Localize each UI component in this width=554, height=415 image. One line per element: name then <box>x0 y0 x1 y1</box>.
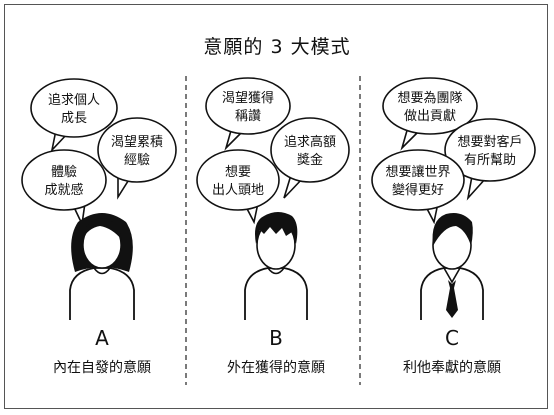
bubble-b-1-line-1: 渴望獲得 <box>222 90 274 106</box>
label-b: B <box>269 326 283 350</box>
bubble-a-3-line-2: 成就感 <box>44 182 83 198</box>
bubble-c-2: 想要對客戶 有所幫助 <box>444 118 536 201</box>
label-a: A <box>95 326 109 350</box>
bubble-a-1: 追求個人 成長 <box>30 78 118 153</box>
diagram-frame <box>4 4 548 409</box>
bubble-a-1-line-1: 追求個人 <box>48 92 100 108</box>
person-c-icon <box>420 213 484 320</box>
bubble-c-1-line-2: 做出貢獻 <box>404 108 456 124</box>
bubble-b-1: 渴望獲得 稱讚 <box>205 77 291 151</box>
bubble-b-3-line-2: 出人頭地 <box>212 183 264 198</box>
diagram-title: 意願的 3 大模式 <box>203 36 351 58</box>
bubble-c-3-line-1: 想要讓世界 <box>385 164 450 180</box>
caption-c: 利他奉獻的意願 <box>403 359 501 376</box>
person-b-icon <box>244 212 308 320</box>
bubble-c-1: 想要為團隊 做出貢獻 <box>382 77 478 151</box>
person-a-icon <box>69 213 135 320</box>
bubble-c-2-line-2: 有所幫助 <box>464 152 516 168</box>
bubble-c-2-line-1: 想要對客戶 <box>457 134 522 150</box>
caption-b: 外在獲得的意願 <box>227 359 325 376</box>
bubble-a-3: 體驗 成就感 <box>21 149 107 227</box>
bubble-c-3-line-2: 變得更好 <box>392 182 444 198</box>
bubble-b-2-line-1: 追求高額 <box>284 134 336 150</box>
bubble-c-3: 想要讓世界 變得更好 <box>371 149 465 225</box>
bubble-a-2: 渴望累積 經驗 <box>97 117 177 200</box>
label-c: C <box>445 326 459 350</box>
bubble-a-1-line-2: 成長 <box>61 111 87 126</box>
bubble-b-2: 追求高額 獎金 <box>270 117 350 199</box>
bubble-a-2-line-1: 渴望累積 <box>111 134 163 150</box>
bubble-b-3-line-1: 想要 <box>225 164 251 180</box>
column-b: 渴望獲得 稱讚 追求高額 獎金 想要 出人頭地 B 外在獲得的意願 <box>196 77 350 376</box>
necktie-icon <box>446 280 458 318</box>
caption-a: 內在自發的意願 <box>53 359 151 376</box>
bubble-a-2-line-2: 經驗 <box>124 153 150 168</box>
bubble-a-3-line-1: 體驗 <box>51 165 77 180</box>
column-a: 追求個人 成長 渴望累積 經驗 體驗 成就感 A 內在自發的意願 <box>21 78 177 376</box>
column-c: 想要為團隊 做出貢獻 想要對客戶 有所幫助 想要讓世界 變得更好 C 利他奉獻的… <box>371 77 536 376</box>
bubble-b-1-line-2: 稱讚 <box>235 108 261 124</box>
bubble-c-1-line-1: 想要為團隊 <box>397 90 462 106</box>
bubble-b-2-line-2: 獎金 <box>297 152 323 168</box>
bubble-b-3: 想要 出人頭地 <box>196 149 280 225</box>
